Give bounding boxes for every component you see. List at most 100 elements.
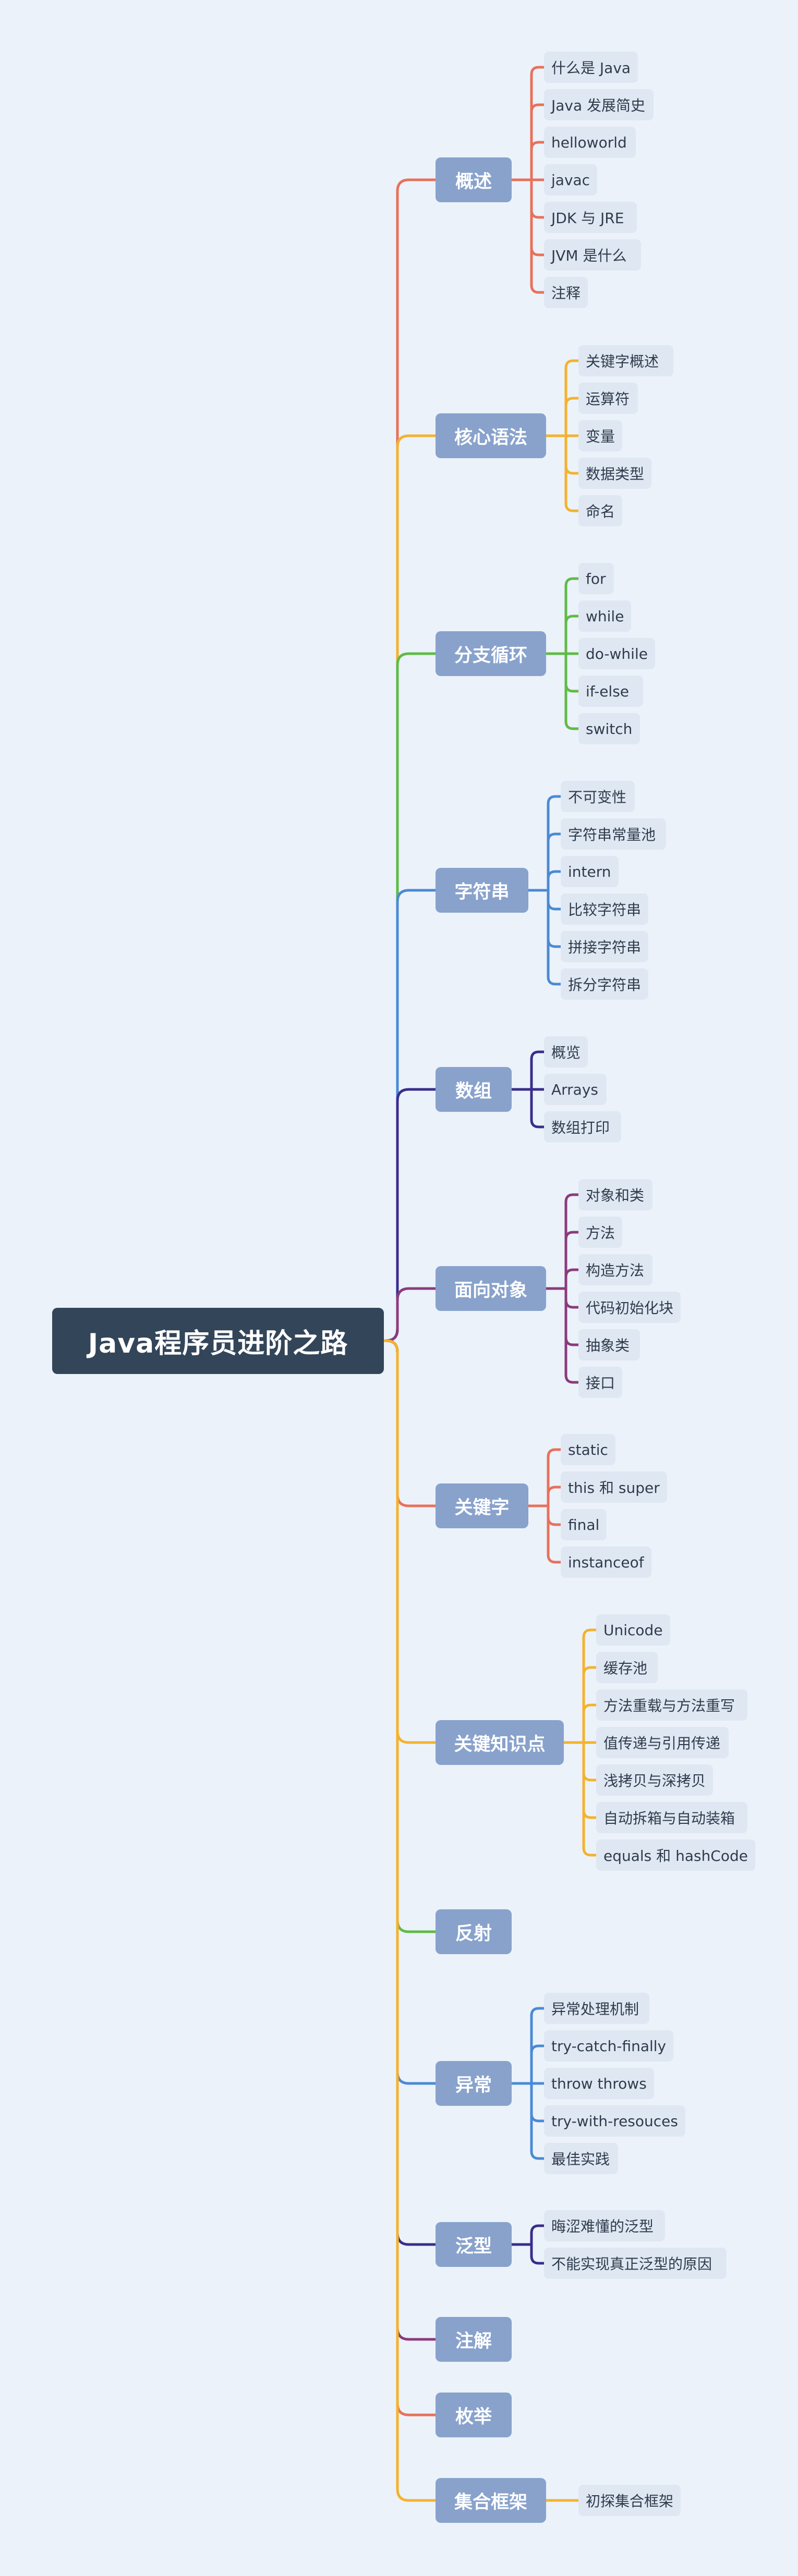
leaf-connector bbox=[564, 1193, 580, 1290]
leaf-node[interactable]: 方法 bbox=[578, 1217, 623, 1248]
leaf-connector bbox=[564, 1287, 580, 1346]
leaf-connector bbox=[564, 652, 580, 693]
branch-node[interactable]: 注解 bbox=[436, 2317, 512, 2362]
leaf-node[interactable]: 比较字符串 bbox=[561, 893, 649, 925]
leaf-node[interactable]: 运算符 bbox=[578, 383, 638, 414]
leaf-connector bbox=[530, 2044, 546, 2085]
leaf-node[interactable]: 代码初始化块 bbox=[578, 1292, 681, 1323]
leaf-connector bbox=[564, 577, 580, 655]
branch-node[interactable]: 关键知识点 bbox=[436, 1720, 564, 1765]
leaf-node[interactable]: 概览 bbox=[544, 1036, 588, 1068]
leaf-node[interactable]: 接口 bbox=[578, 1367, 623, 1398]
leaf-connector bbox=[564, 1287, 580, 1309]
leaf-node[interactable]: if-else bbox=[578, 676, 643, 707]
leaf-node[interactable]: JDK 与 JRE bbox=[544, 202, 637, 233]
leaf-node[interactable]: 值传递与引用传递 bbox=[596, 1727, 729, 1758]
branch-connector bbox=[382, 1287, 437, 1342]
branch-node[interactable]: 集合框架 bbox=[436, 2478, 546, 2523]
leaf-node[interactable]: Unicode bbox=[596, 1614, 670, 1646]
leaf-node[interactable]: 抽象类 bbox=[578, 1329, 640, 1360]
leaf-node[interactable]: static bbox=[561, 1434, 615, 1465]
leaf-connector bbox=[564, 397, 580, 437]
leaf-node[interactable]: 什么是 Java bbox=[544, 52, 638, 83]
branch-node[interactable]: 数组 bbox=[436, 1067, 512, 1112]
branch-connector bbox=[382, 434, 437, 1342]
leaf-node[interactable]: 拆分字符串 bbox=[561, 968, 649, 1000]
branch-node[interactable]: 面向对象 bbox=[436, 1266, 546, 1311]
leaf-connector bbox=[530, 66, 546, 181]
leaf-node[interactable]: for bbox=[578, 563, 614, 594]
branch-connector bbox=[382, 1339, 437, 1744]
leaf-node[interactable]: 晦涩难懂的泛型 bbox=[544, 2210, 665, 2241]
leaf-node[interactable]: equals 和 hashCode bbox=[596, 1839, 755, 1871]
leaf-node[interactable]: 自动拆箱与自动装箱 bbox=[596, 1802, 747, 1833]
leaf-node[interactable]: intern bbox=[561, 856, 619, 887]
leaf-node[interactable]: instanceof bbox=[561, 1547, 651, 1578]
leaf-node[interactable]: final bbox=[561, 1509, 607, 1540]
leaf-connector bbox=[530, 178, 546, 219]
leaf-connector bbox=[564, 434, 580, 512]
leaf-connector bbox=[582, 1741, 598, 1857]
branch-node[interactable]: 关键字 bbox=[436, 1483, 528, 1528]
leaf-node[interactable]: 方法重载与方法重写 bbox=[596, 1689, 747, 1721]
root-node[interactable]: Java程序员进阶之路 bbox=[52, 1308, 384, 1374]
leaf-node[interactable]: 字符串常量池 bbox=[561, 818, 666, 850]
leaf-node[interactable]: 缓存池 bbox=[596, 1652, 658, 1683]
leaf-node[interactable]: 初探集合框架 bbox=[578, 2485, 681, 2516]
leaf-connector bbox=[530, 2243, 546, 2265]
leaf-connector bbox=[582, 1703, 598, 1744]
leaf-connector bbox=[564, 615, 580, 655]
leaf-node[interactable]: 命名 bbox=[578, 495, 623, 526]
branch-node[interactable]: 分支循环 bbox=[436, 631, 546, 676]
branch-node[interactable]: 核心语法 bbox=[436, 413, 546, 458]
branch-connector bbox=[382, 1339, 437, 2416]
leaf-connector bbox=[530, 1088, 546, 1128]
leaf-node[interactable]: 数组打印 bbox=[544, 1111, 621, 1143]
leaf-node[interactable]: 关键字概述 bbox=[578, 345, 673, 376]
leaf-node[interactable]: try-catch-finally bbox=[544, 2030, 674, 2062]
leaf-connector bbox=[530, 2007, 546, 2085]
leaf-connector bbox=[530, 2224, 546, 2246]
leaf-node[interactable]: 变量 bbox=[578, 420, 623, 451]
leaf-node[interactable]: JVM 是什么 bbox=[544, 239, 641, 271]
branch-node[interactable]: 枚举 bbox=[436, 2393, 512, 2437]
branch-node[interactable]: 反射 bbox=[436, 1909, 512, 1954]
leaf-node[interactable]: 最佳实践 bbox=[544, 2143, 618, 2174]
leaf-node[interactable]: 构造方法 bbox=[578, 1254, 652, 1285]
leaf-node[interactable]: Java 发展简史 bbox=[544, 89, 654, 120]
leaf-connector bbox=[547, 870, 562, 892]
leaf-connector bbox=[564, 434, 580, 475]
branch-node[interactable]: 字符串 bbox=[436, 868, 528, 913]
branch-connector bbox=[382, 1088, 437, 1342]
leaf-node[interactable]: 对象和类 bbox=[578, 1179, 652, 1210]
branch-node[interactable]: 异常 bbox=[436, 2061, 512, 2106]
branch-node[interactable]: 概述 bbox=[436, 157, 512, 202]
leaf-node[interactable]: try-with-resouces bbox=[544, 2105, 685, 2137]
leaf-connector bbox=[564, 1287, 580, 1384]
branch-connector bbox=[382, 1339, 437, 1933]
leaf-node[interactable]: javac bbox=[544, 164, 598, 195]
leaf-node[interactable]: 不可变性 bbox=[561, 781, 635, 812]
leaf-node[interactable]: helloworld bbox=[544, 127, 636, 158]
leaf-node[interactable]: Arrays bbox=[544, 1074, 607, 1105]
leaf-connector bbox=[547, 889, 562, 948]
leaf-node[interactable]: do-while bbox=[578, 638, 655, 669]
leaf-node[interactable]: 不能实现真正泛型的原因 bbox=[544, 2248, 727, 2279]
leaf-node[interactable]: 浅拷贝与深拷贝 bbox=[596, 1764, 714, 1796]
branch-connector bbox=[382, 1339, 437, 2502]
leaf-node[interactable]: 注释 bbox=[544, 277, 588, 308]
branch-node[interactable]: 泛型 bbox=[436, 2222, 512, 2267]
leaf-node[interactable]: switch bbox=[578, 713, 640, 744]
leaf-node[interactable]: throw throws bbox=[544, 2068, 654, 2099]
leaf-node[interactable]: 拼接字符串 bbox=[561, 931, 649, 962]
leaf-node[interactable]: 数据类型 bbox=[578, 458, 652, 489]
leaf-node[interactable]: while bbox=[578, 600, 632, 632]
leaf-connector bbox=[564, 1268, 580, 1290]
leaf-connector bbox=[530, 103, 546, 181]
leaf-connector bbox=[530, 2082, 546, 2123]
leaf-node[interactable]: 异常处理机制 bbox=[544, 1993, 649, 2024]
leaf-connector bbox=[530, 2082, 546, 2160]
leaf-node[interactable]: this 和 super bbox=[561, 1471, 667, 1503]
leaf-connector bbox=[547, 832, 562, 892]
